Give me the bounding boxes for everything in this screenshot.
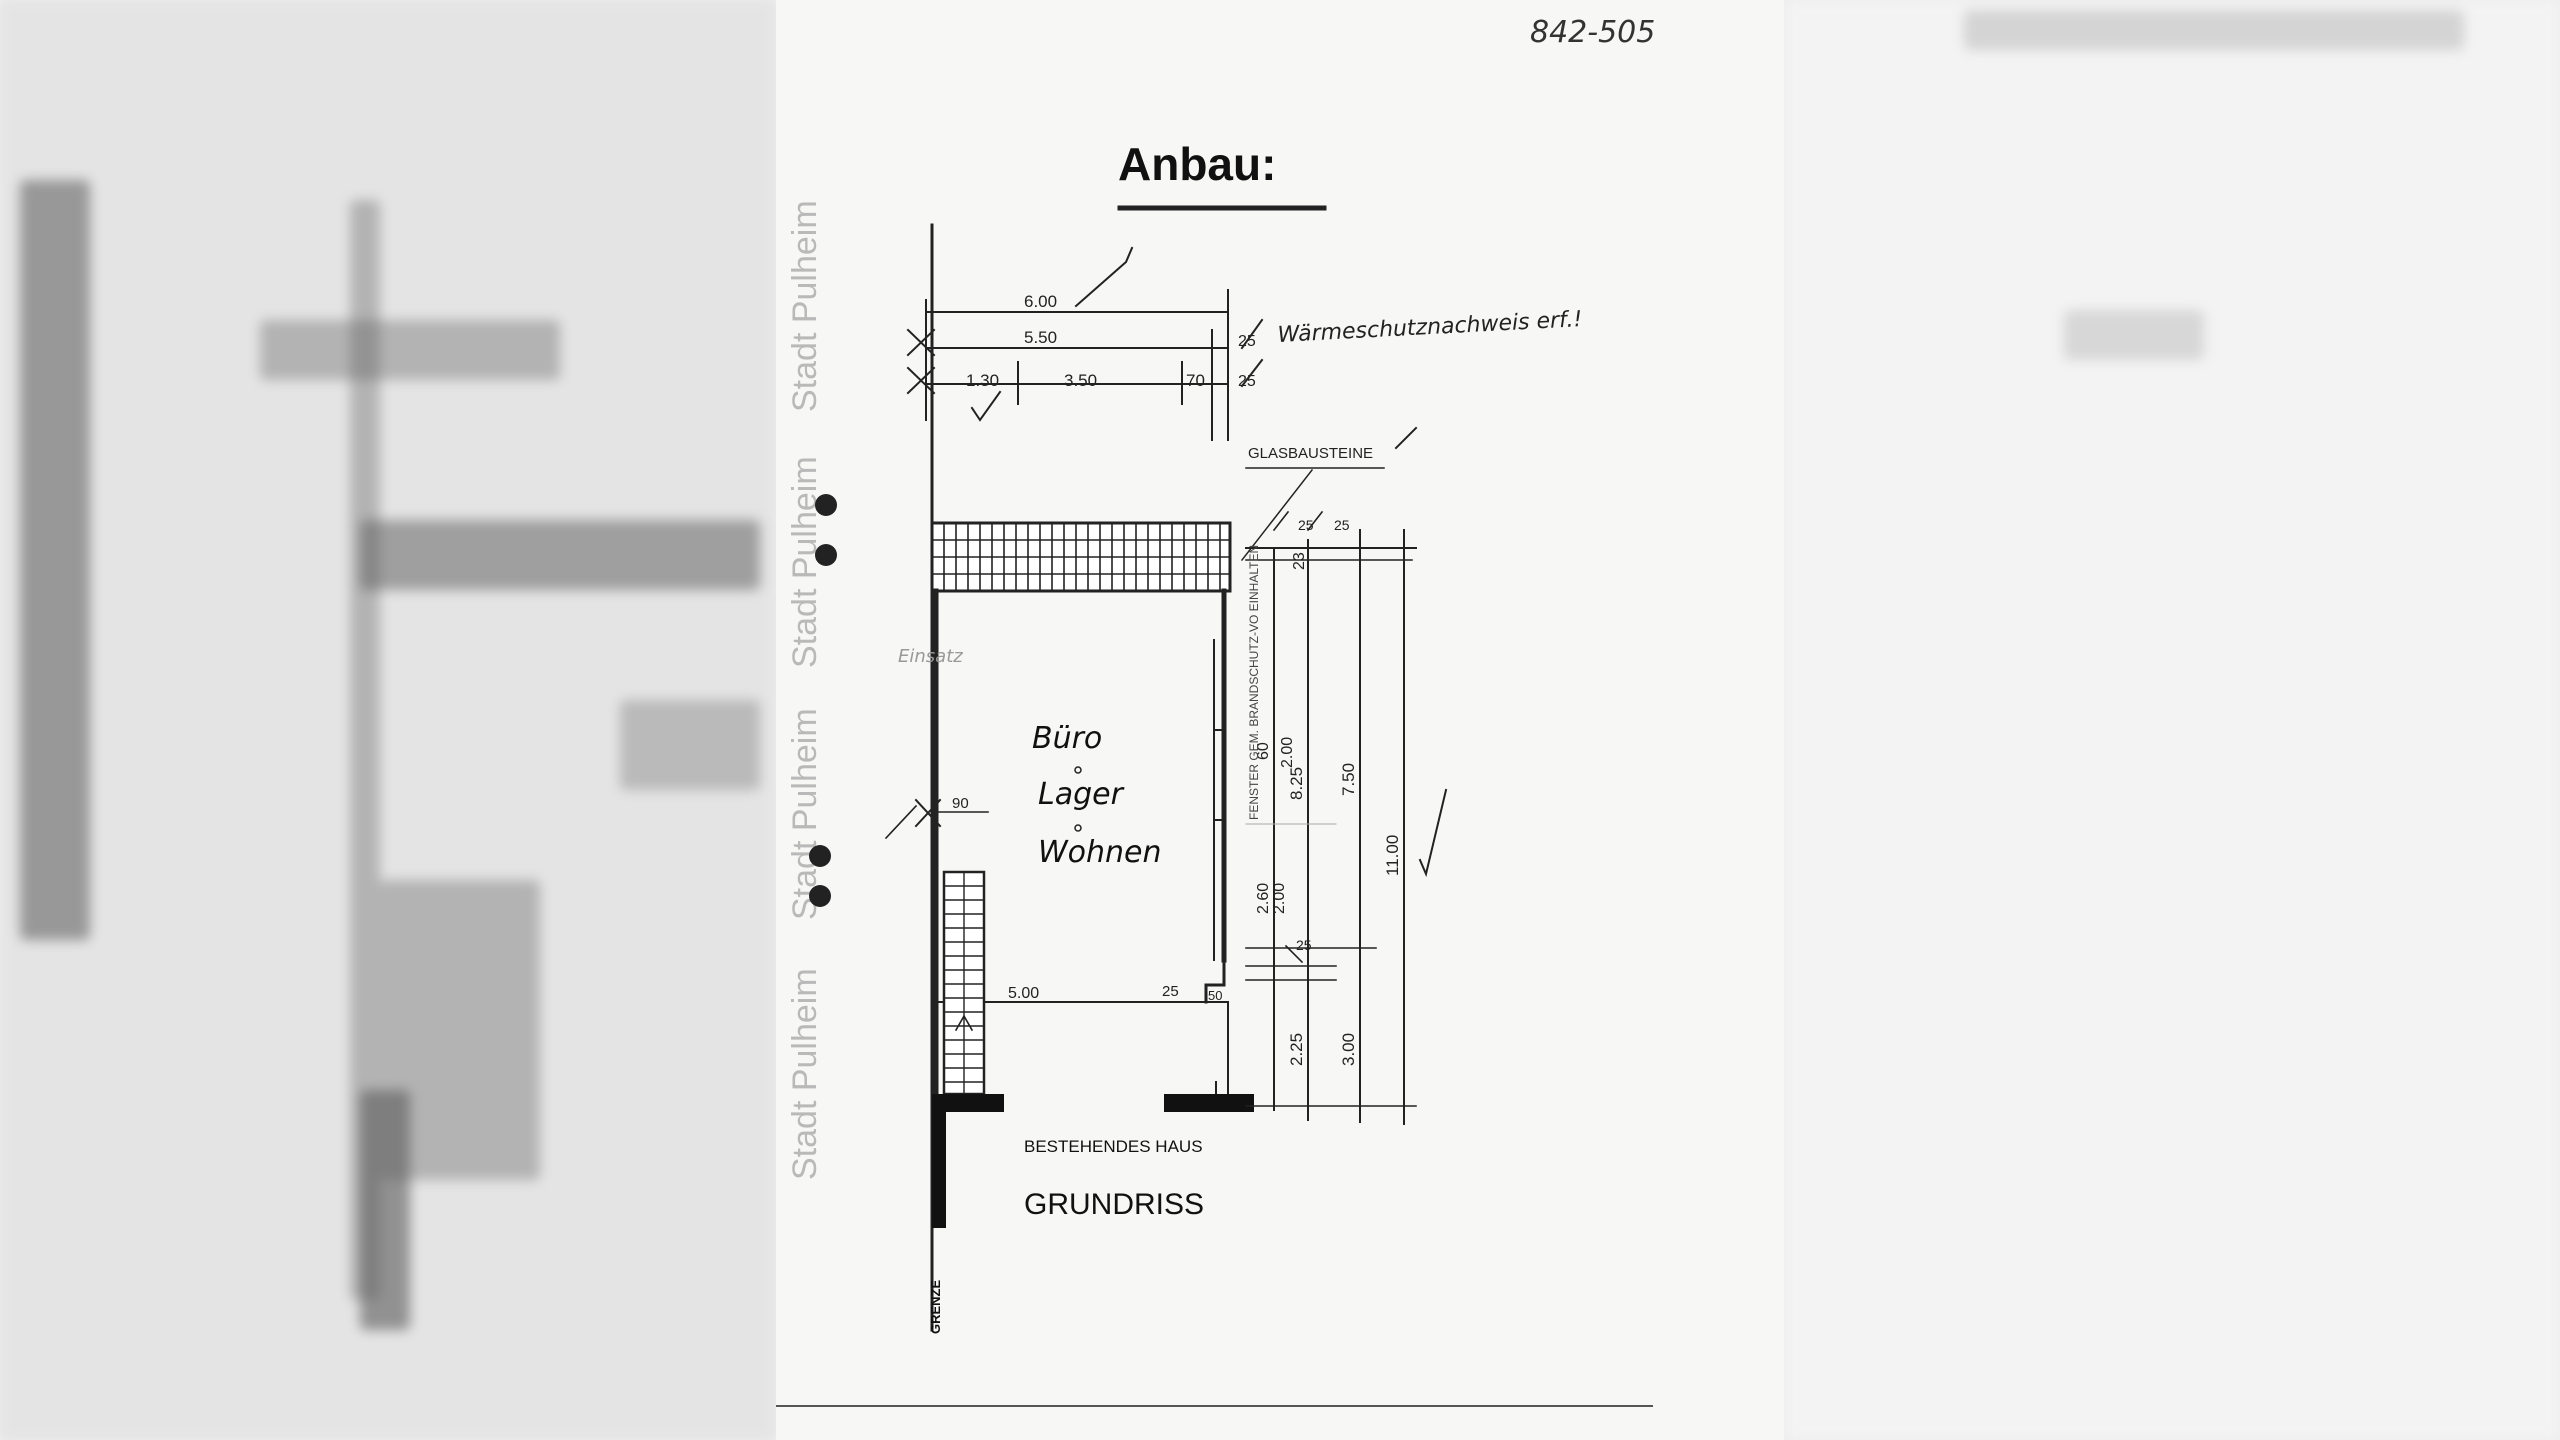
room-label-office: Büro [1032, 721, 1102, 756]
check-mark [914, 798, 942, 828]
room-label-storage: Lager [1038, 777, 1125, 812]
dimension-60: 60 [1255, 742, 1272, 760]
dimension-23: 23 [1291, 552, 1308, 570]
faint-note: Einsatz [898, 646, 963, 667]
dimension-3-00: 3.00 [1339, 1033, 1358, 1066]
dimension-2-00-lower: 2.00 [1271, 883, 1288, 914]
dimension-stair-width: 90 [952, 795, 969, 812]
check-mark [1074, 246, 1134, 308]
dimension-segment-c: 70 [1186, 371, 1205, 390]
dimension-segment-a: 1.30 [966, 371, 999, 390]
dimension-segment-b: 3.50 [1064, 371, 1097, 390]
blur-shape [620, 700, 760, 790]
wall-bottom-left [932, 1094, 1004, 1112]
blur-shape [20, 180, 90, 940]
note-thermal-insulation: Wärmeschutznachweis erf.! [1277, 307, 1583, 348]
dimension-2-60: 2.60 [1255, 883, 1272, 914]
dimension-wall-bottom: 25 [1162, 983, 1179, 1000]
dimension-11-00: 11.00 [1383, 835, 1402, 876]
punch-hole [809, 845, 831, 867]
check-mark [1272, 510, 1290, 532]
blur-shape [2064, 310, 2204, 360]
check-mark [884, 804, 918, 840]
check-mark [1240, 318, 1264, 350]
dimension-wall-top-2: 25 [1238, 373, 1256, 390]
stair-treads [943, 871, 985, 1095]
label-boundary: GRENZE [928, 1280, 943, 1335]
glass-block-pattern [931, 522, 1231, 592]
blur-shape [1964, 10, 2464, 50]
vertical-note: FENSTER GEM. BRANDSCHUTZ-VO EINHALTEN [1247, 545, 1261, 820]
existing-house-wall [932, 1094, 946, 1228]
label-glass-blocks: GLASBAUSTEINE [1248, 445, 1373, 462]
check-mark [1240, 358, 1264, 388]
dimension-inner-depth: 5.00 [1008, 985, 1039, 1002]
check-mark [1418, 788, 1448, 878]
check-mark [906, 328, 936, 357]
dimension-wall-top: 25 [1238, 333, 1256, 350]
blur-shape [360, 520, 760, 590]
leader-line [1240, 468, 1314, 562]
dimension-offset: 50 [1208, 988, 1222, 1003]
punch-hole [815, 494, 837, 516]
room-label-living: Wohnen [1038, 835, 1162, 870]
blurred-background-left [0, 0, 776, 1440]
check-mark [970, 390, 1002, 422]
blur-shape [260, 320, 560, 380]
punch-hole [809, 885, 831, 907]
wall-bottom-right [1164, 1094, 1254, 1112]
dimension-2-00-upper: 2.00 [1279, 737, 1296, 768]
dimension-inner-width: 5.50 [1024, 328, 1057, 347]
dimension-top-right-25: 25 [1298, 517, 1314, 533]
file-number: 842-505 [1530, 15, 1655, 50]
punch-hole [815, 544, 837, 566]
stamp-text-3: Stadt Pulheim [786, 708, 824, 920]
separator-dot [1074, 766, 1082, 774]
dimension-8-25: 8.25 [1287, 767, 1306, 800]
stamp-text-1: Stadt Pulheim [786, 200, 824, 412]
scanned-document: 842-505 Anbau: 6.00 5.50 1.30 3.50 70 25… [776, 0, 1784, 1440]
dimension-top-right-25b: 25 [1334, 517, 1350, 533]
check-mark [1306, 510, 1324, 532]
dimension-lower-25: 25 [1296, 937, 1312, 953]
separator-dot [1074, 824, 1082, 832]
label-existing-house: BESTEHENDES HAUS [1024, 1137, 1203, 1156]
stair-arrow [954, 1014, 974, 1032]
heading: Anbau: [1118, 138, 1276, 190]
stamp-text-4: Stadt Pulheim [786, 968, 824, 1180]
check-mark [1394, 426, 1418, 450]
check-mark [1284, 944, 1304, 964]
blur-shape [360, 1090, 410, 1330]
dimension-7-50: 7.50 [1339, 763, 1358, 796]
dimension-overall-width: 6.00 [1024, 292, 1057, 311]
blurred-background-right [1784, 0, 2560, 1440]
dimension-2-25: 2.25 [1287, 1033, 1306, 1066]
label-floor-plan: GRUNDRISS [1024, 1188, 1204, 1221]
floor-plan-drawing: 842-505 Anbau: 6.00 5.50 1.30 3.50 70 25… [776, 15, 1655, 1407]
check-mark [906, 366, 936, 395]
stamp-strip: Stadt Pulheim Stadt Pulheim Stadt Pulhei… [786, 200, 824, 1180]
